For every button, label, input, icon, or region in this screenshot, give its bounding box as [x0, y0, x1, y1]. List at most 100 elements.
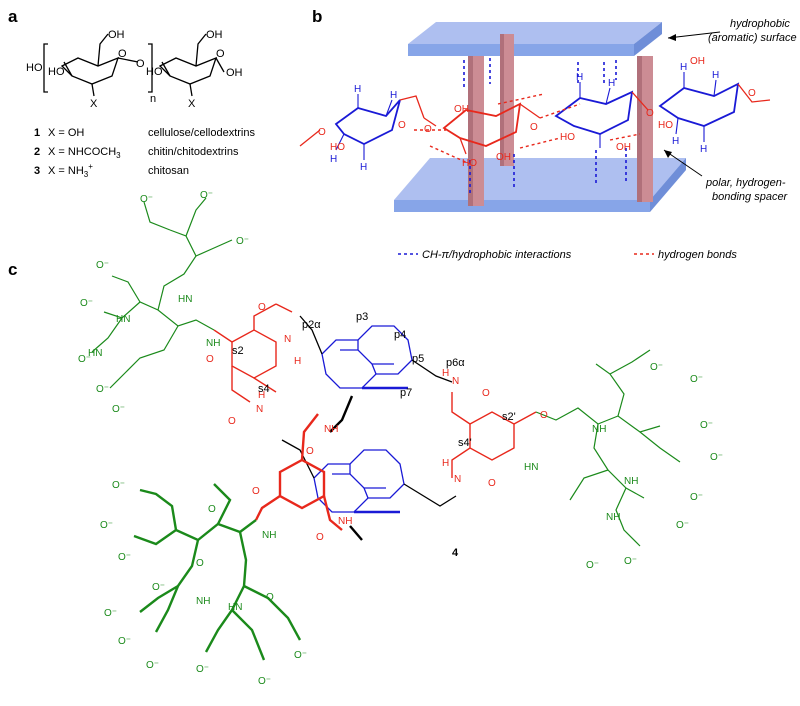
atom-hn-c3: HN: [88, 348, 102, 359]
table-x-1: X = OH: [48, 127, 84, 139]
atom-o-c7: O: [482, 388, 490, 399]
svg-text:O⁻: O⁻: [710, 452, 723, 463]
callout-top-line2: (aromatic) surface: [708, 32, 797, 44]
label-p3: p3: [356, 311, 368, 323]
atom-o-c2: O: [206, 354, 214, 365]
atom-o-b3: O: [424, 124, 432, 135]
atom-oh-b1: OH: [454, 104, 469, 115]
callout-side-line1: polar, hydrogen-: [705, 177, 786, 189]
atom-h-b6: H: [608, 78, 615, 89]
svg-text:O⁻: O⁻: [624, 556, 637, 567]
svg-text:O⁻: O⁻: [100, 520, 113, 531]
svg-text:O⁻: O⁻: [676, 520, 689, 531]
svg-text:O⁻: O⁻: [78, 354, 91, 365]
pillar-spacers: [468, 34, 653, 206]
atom-o-b6: O: [748, 88, 756, 99]
pyrene-bottom: [313, 449, 405, 514]
label-s4: s4: [258, 383, 270, 395]
panel-label-c: c: [8, 260, 17, 279]
atom-h-c2: H: [258, 390, 265, 401]
svg-text:O⁻: O⁻: [236, 236, 249, 247]
atom-ho-left: HO: [26, 62, 43, 74]
atom-n-subscript: n: [150, 93, 156, 105]
ch-pi-dashes: [463, 58, 627, 196]
atom-h-b3: H: [360, 162, 367, 173]
carboxylate-labels: O⁻ O⁻ O⁻ O⁻ O⁻ O⁻ O⁻ O⁻ O⁻ O⁻ O⁻ O⁻ O⁻ O…: [78, 190, 723, 687]
atom-h-b10: H: [672, 136, 679, 147]
label-p5: p5: [412, 353, 424, 365]
atom-o-c6: O: [316, 532, 324, 543]
label-s2: s2: [232, 345, 244, 357]
atom-nh-c6: NH: [624, 476, 638, 487]
legend-label-ch-pi: CH-π/hydrophobic interactions: [422, 249, 572, 261]
svg-text:O⁻: O⁻: [146, 660, 159, 671]
atom-nh-c8: NH: [196, 596, 210, 607]
atom-o-glycosidic: O: [136, 58, 145, 70]
svg-text:O⁻: O⁻: [650, 362, 663, 373]
atom-o-g2: O: [196, 558, 204, 569]
label-p6a: p6α: [446, 357, 465, 369]
atom-ho-b4: HO: [658, 120, 673, 131]
bottom-aromatic-slab: [394, 158, 686, 212]
atom-oh-ring1: OH: [108, 29, 125, 41]
legend-label-hbond: hydrogen bonds: [658, 249, 737, 261]
svg-text:O⁻: O⁻: [294, 650, 307, 661]
compound-number: 4: [452, 547, 459, 559]
atom-x-ring2: X: [188, 98, 196, 110]
atom-h-b8: H: [712, 70, 719, 81]
panel-label-a: a: [8, 7, 18, 26]
callout-top-line1: hydrophobic: [730, 18, 790, 30]
atom-n-c3: N: [452, 376, 459, 387]
table-num-1: 1: [34, 127, 40, 139]
table-num-3: 3: [34, 165, 40, 177]
atom-n-c4: N: [454, 474, 461, 485]
svg-text:O⁻: O⁻: [80, 298, 93, 309]
legend: CH-π/hydrophobic interactions hydrogen b…: [398, 249, 737, 261]
label-p2a: p2α: [302, 319, 321, 331]
atom-nh-c3: NH: [206, 338, 220, 349]
atom-ho-b2: HO: [462, 158, 477, 169]
svg-text:O⁻: O⁻: [140, 194, 153, 205]
atom-h-b2: H: [390, 90, 397, 101]
callout-aromatic-surface: hydrophobic (aromatic) surface: [667, 18, 797, 44]
table-x-2: X = NHCOCH3: [48, 146, 121, 160]
atom-oh-b3: OH: [616, 142, 631, 153]
svg-text:O⁻: O⁻: [96, 260, 109, 271]
table-x-3: X = NH3+: [48, 162, 93, 179]
atom-oh-b2: OH: [496, 152, 511, 163]
atom-nh-c5: NH: [592, 424, 606, 435]
atom-o-b2: O: [398, 120, 406, 131]
dendron-bottom-left: [133, 483, 302, 661]
atom-o-c9: O: [540, 410, 548, 421]
label-p4: p4: [394, 329, 406, 341]
svg-text:O⁻: O⁻: [112, 480, 125, 491]
atom-oh-b4: OH: [690, 56, 705, 67]
atom-ho-b3: HO: [560, 132, 575, 143]
atom-hn-c1: HN: [524, 462, 538, 473]
svg-text:O⁻: O⁻: [700, 420, 713, 431]
hydrogen-bond-dashes: [414, 93, 641, 165]
callout-spacer: polar, hydrogen- bonding spacer: [663, 149, 789, 203]
atom-o-b1: O: [318, 127, 326, 138]
table-name-1: cellulose/cellodextrins: [148, 127, 255, 139]
atom-hn-c2: HN: [178, 294, 192, 305]
isophthalamide-top: [213, 303, 293, 403]
atom-ho-ring1: HO: [48, 66, 65, 78]
atom-o-c3: O: [228, 416, 236, 427]
atom-o-ring2: O: [216, 48, 225, 60]
svg-text:O⁻: O⁻: [118, 636, 131, 647]
atom-nh-c1: NH: [324, 424, 338, 435]
atom-nh-c7: NH: [606, 512, 620, 523]
atom-o-c8: O: [488, 478, 496, 489]
label-s2prime: s2': [502, 411, 516, 423]
svg-text:O⁻: O⁻: [112, 404, 125, 415]
table-name-3: chitosan: [148, 165, 189, 177]
compound-table: 1 X = OH cellulose/cellodextrins 2 X = N…: [34, 127, 255, 179]
atom-x-ring1: X: [90, 98, 98, 110]
atom-oh-ring2: OH: [206, 29, 223, 41]
panel-b-atom-labels: O HO H H H H O O OH OH HO O HO H H OH O …: [318, 56, 756, 173]
svg-text:O⁻: O⁻: [104, 608, 117, 619]
callout-side-line2: bonding spacer: [712, 191, 789, 203]
